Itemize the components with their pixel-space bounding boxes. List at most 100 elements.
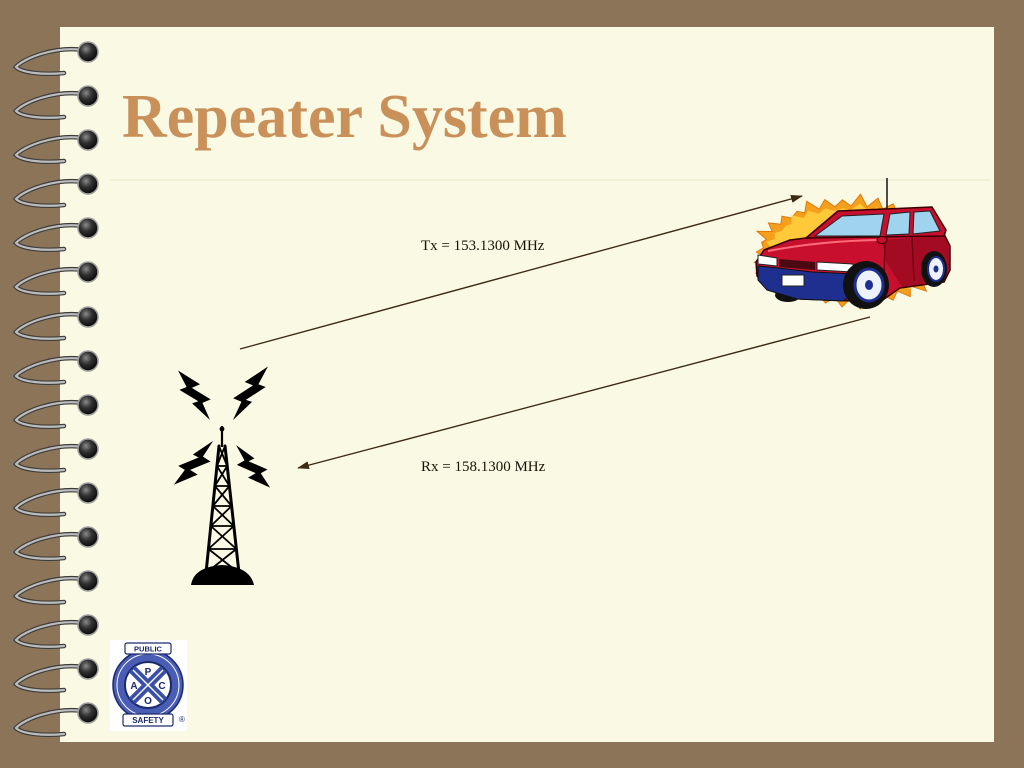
notebook-paper — [60, 27, 994, 742]
spiral-hole — [77, 702, 99, 724]
logo-letter-o: O — [144, 696, 152, 707]
spiral-wire-shadow — [12, 266, 87, 296]
spiral-wire — [14, 136, 86, 163]
logo-bottom-text: SAFETY — [132, 716, 164, 725]
spiral-hole — [77, 85, 99, 107]
tower-base — [191, 565, 254, 585]
spiral-wire — [14, 401, 86, 428]
apco-badge-icon: A P C O PUBLIC SAFETY ® — [110, 640, 187, 731]
spiral-hole — [77, 350, 99, 372]
spiral-wire — [14, 621, 86, 648]
spiral-hole — [77, 658, 99, 680]
spiral-hole — [77, 526, 99, 548]
spiral-ring — [12, 261, 99, 296]
spiral-wire-shadow — [12, 134, 87, 164]
spiral-wire — [14, 665, 86, 692]
spiral-wire — [14, 180, 86, 207]
slide-title: Repeater System — [122, 83, 567, 151]
spiral-wire-shadow — [12, 178, 87, 208]
spiral-hole — [77, 41, 99, 63]
spiral-ring — [12, 526, 99, 561]
spiral-wire — [14, 577, 86, 604]
spiral-hole — [77, 129, 99, 151]
car-windshield — [814, 213, 885, 237]
spiral-wire-shadow — [12, 443, 87, 473]
spiral-wire-shadow — [12, 487, 87, 517]
spiral-wire-shadow — [12, 46, 87, 76]
tx-arrow — [239, 195, 803, 350]
spiral-wire-shadow — [12, 575, 87, 605]
spiral-wire-shadow — [12, 311, 87, 341]
car-hood-highlight — [767, 239, 879, 252]
logo-letter-c: C — [158, 681, 165, 692]
spiral-hole — [77, 394, 99, 416]
spiral-wire — [14, 489, 86, 516]
car-license-plate — [781, 274, 805, 287]
spiral-ring — [12, 658, 99, 693]
spiral-hole — [77, 261, 99, 283]
spiral-wire — [14, 445, 86, 472]
spiral-wire — [14, 268, 86, 295]
spiral-ring — [12, 306, 99, 341]
tower-beacon — [219, 426, 225, 432]
spiral-binding-icon — [12, 41, 99, 737]
spiral-ring — [12, 350, 99, 385]
lightning-bolt-icon — [178, 370, 211, 421]
spiral-wire-shadow — [12, 707, 87, 737]
lightning-bolt-icon — [236, 445, 271, 488]
spiral-ring — [12, 85, 99, 120]
spiral-wire-shadow — [12, 90, 87, 120]
tower-lattice — [205, 445, 240, 574]
spiral-wire-shadow — [12, 399, 87, 429]
spiral-ring — [12, 173, 99, 208]
car-wheel-rear — [921, 251, 947, 287]
spiral-hole — [77, 570, 99, 592]
spiral-hole — [77, 306, 99, 328]
spiral-ring — [12, 570, 99, 605]
logo-top-text: PUBLIC — [134, 645, 163, 654]
spiral-wire-shadow — [12, 531, 87, 561]
spiral-wire-shadow — [12, 619, 87, 649]
spiral-ring — [12, 394, 99, 429]
tx-frequency-label: Tx = 153.1300 MHz — [421, 238, 545, 254]
radio-tower-icon — [191, 426, 254, 585]
logo-top-banner — [124, 642, 172, 655]
logo-bottom-banner — [122, 713, 174, 727]
spiral-wire — [14, 533, 86, 560]
signal-bolts — [173, 366, 271, 488]
spiral-ring — [12, 129, 99, 164]
spiral-hole — [77, 173, 99, 195]
spiral-wire — [14, 313, 86, 340]
spiral-hole — [77, 482, 99, 504]
logo-letter-a: A — [130, 681, 137, 692]
spiral-wire — [14, 357, 86, 384]
lightning-bolt-icon — [232, 366, 268, 421]
lightning-bolt-icon — [173, 440, 214, 485]
spiral-ring — [12, 614, 99, 649]
spiral-ring — [12, 438, 99, 473]
car-headlight-left — [757, 254, 778, 267]
spiral-ring — [12, 41, 99, 76]
car-grille — [779, 259, 815, 270]
car-headlight-right — [816, 261, 854, 273]
logo-cross-highlight — [132, 669, 164, 701]
spiral-hole — [77, 217, 99, 239]
logo-registered-mark: ® — [179, 715, 185, 724]
spiral-ring — [12, 217, 99, 252]
spiral-wire-shadow — [12, 355, 87, 385]
spiral-wire — [14, 224, 86, 251]
spiral-wire-shadow — [12, 222, 87, 252]
spiral-wire — [14, 92, 86, 119]
car-side-window — [885, 211, 911, 236]
car-rear-window — [912, 210, 941, 235]
car-icon — [755, 178, 951, 309]
spiral-wire-shadow — [12, 663, 87, 693]
spiral-hole — [77, 438, 99, 460]
rx-arrow — [297, 316, 871, 470]
rx-frequency-label: Rx = 158.1300 MHz — [421, 459, 546, 475]
spiral-wire — [14, 709, 86, 736]
spiral-ring — [12, 702, 99, 737]
spiral-wire — [14, 48, 86, 75]
